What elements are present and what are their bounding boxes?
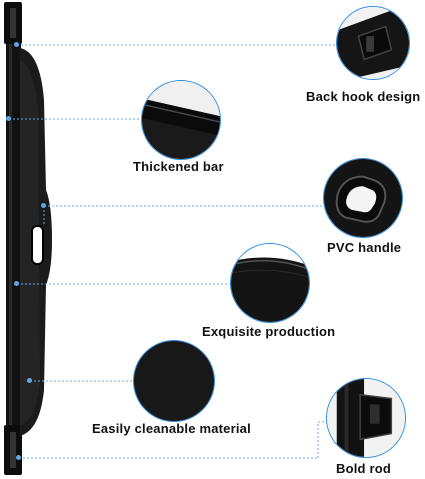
marker-dot xyxy=(41,203,46,208)
feature-label-pvc-handle: PVC handle xyxy=(327,240,402,255)
feature-label-bold-rod: Bold rod xyxy=(336,461,392,476)
feature-label-thickened-bar: Thickened bar xyxy=(133,159,224,174)
back-hook-icon xyxy=(336,6,410,80)
marker-dot xyxy=(14,42,19,47)
bold-rod-icon xyxy=(326,378,406,458)
exquisite-production-icon xyxy=(230,243,310,323)
marker-dot xyxy=(6,116,11,121)
cargo-cover-icon xyxy=(4,2,52,475)
marker-dot xyxy=(14,281,19,286)
thickened-bar-icon xyxy=(141,80,221,160)
feature-label-cleanable-material: Easily cleanable material xyxy=(92,421,251,436)
feature-label-back-hook: Back hook design xyxy=(306,89,421,104)
pvc-handle-icon xyxy=(323,158,403,238)
feature-label-exquisite-production: Exquisite production xyxy=(202,324,336,339)
marker-dot xyxy=(27,378,32,383)
cleanable-material-icon xyxy=(133,340,215,422)
marker-dot xyxy=(16,455,21,460)
